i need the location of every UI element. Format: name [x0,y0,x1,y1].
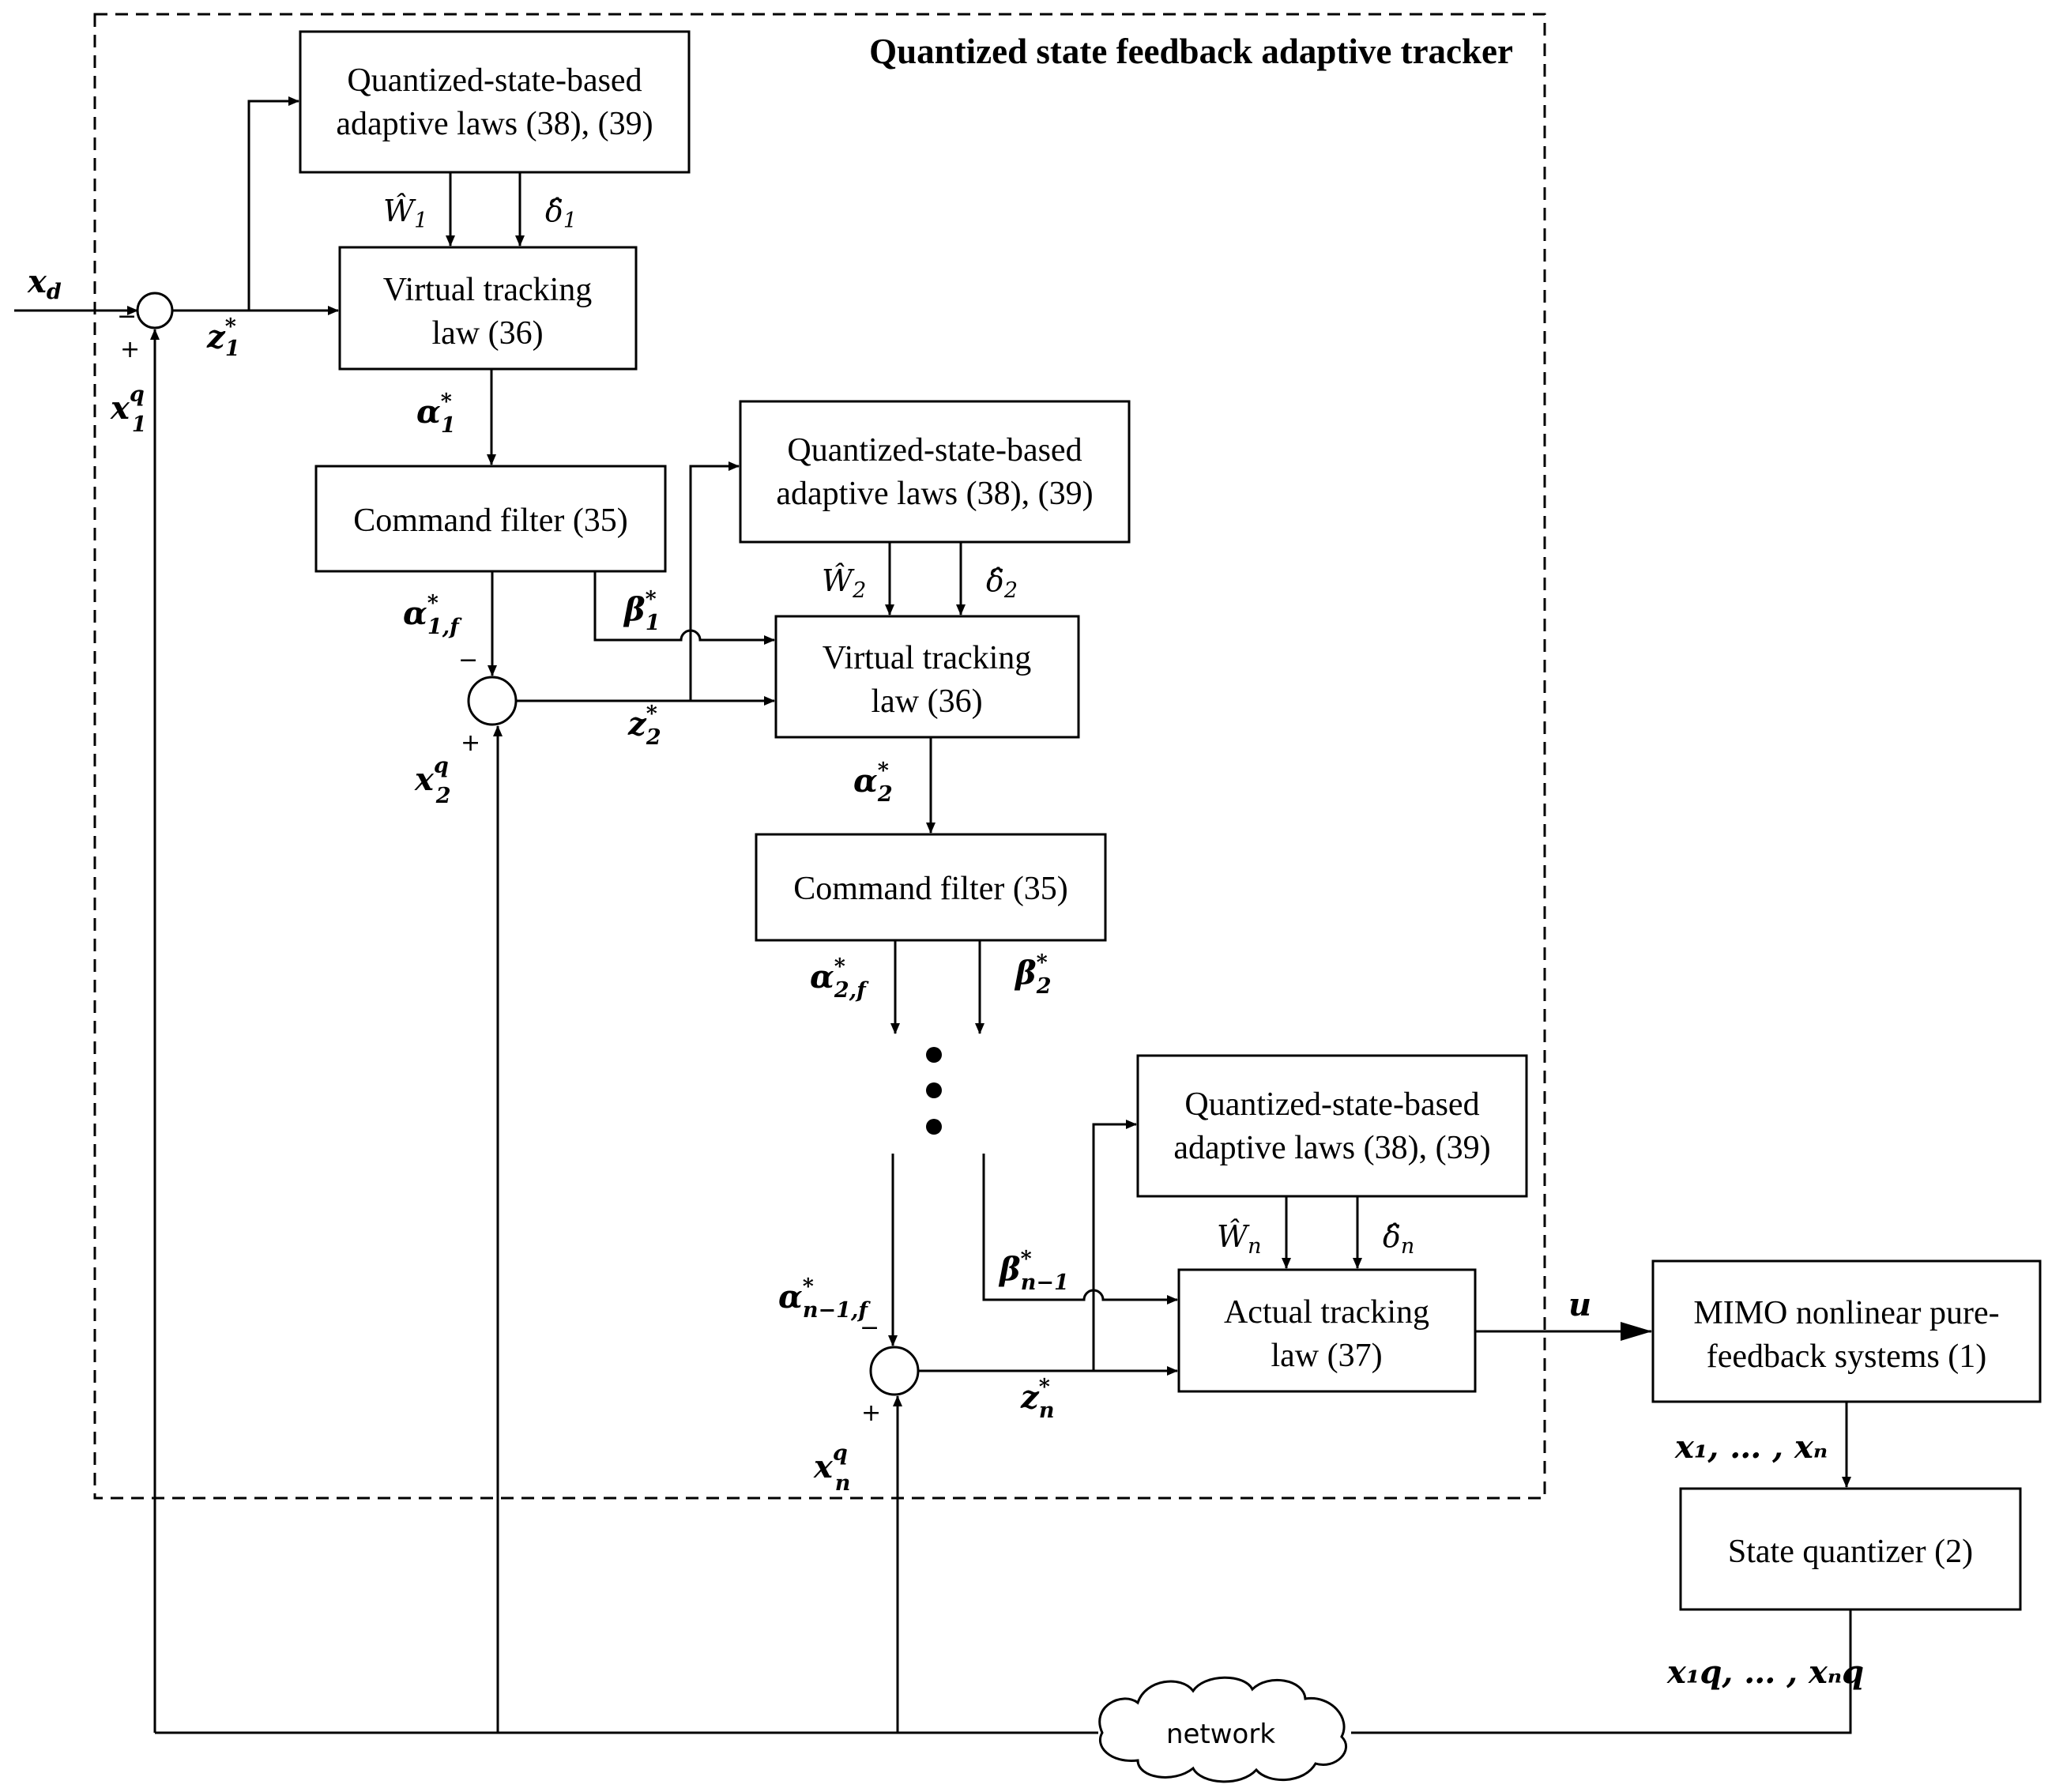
label-qstates: x₁q, … , xₙq [1666,1654,1864,1691]
sign-minus-1: − [117,303,137,330]
sign-plus-n: + [861,1399,881,1427]
command-filter-box-2 [755,833,1107,942]
summing-junction-1 [136,292,174,329]
label-alphan1f: α*n−1,f [778,1274,871,1323]
virtual-tracking-law-box-1 [338,246,638,371]
adaptive-laws-1-line2: adaptive laws (38), (39) [336,106,653,142]
plant-line2: feedback systems (1) [1707,1338,1987,1375]
adaptive-laws-2-line1: Quantized-state-based [787,432,1082,469]
tracker-title: Quantized state feedback adaptive tracke… [869,32,1513,71]
sign-minus-2: − [458,646,478,674]
adaptive-laws-n-line1: Quantized-state-based [1184,1086,1479,1123]
adaptive-laws-box-1 [299,30,691,174]
label-zn: z*n [1020,1375,1054,1423]
label-alpha1: α*1 [416,390,456,438]
adaptive-laws-box-n [1136,1054,1528,1198]
network-cloud [1098,1676,1347,1783]
sign-plus-2: + [461,729,480,757]
adaptive-laws-box-2 [739,400,1131,544]
network-return-line [1351,1609,1852,1734]
label-xd: xd [27,263,62,304]
label-wn: Ŵn [1217,1219,1261,1259]
label-d2: δ̂2 [986,563,1018,603]
actual-tracking-law-box [1177,1268,1477,1393]
network-label: network [1166,1719,1275,1750]
summing-junction-2 [467,676,518,726]
command-filter-box-1 [314,465,667,573]
plant-line1: MIMO nonlinear pure- [1693,1295,1999,1331]
ellipsis-dot-3 [926,1119,942,1135]
label-d1: δ̂1 [545,194,577,233]
ellipsis-dot-2 [926,1082,942,1098]
state-quantizer-label: State quantizer (2) [1728,1534,1973,1570]
label-u: u [1568,1286,1591,1323]
actual-law-line2: law (37) [1271,1338,1382,1374]
label-w2: Ŵ2 [822,563,866,603]
label-z2: z*2 [627,702,661,750]
label-beta1: β*1 [623,587,660,635]
state-quantizer-box [1679,1487,2022,1611]
command-filter-1-label: Command filter (35) [353,503,628,539]
tracker-boundary [93,13,1546,1500]
beta1-line [593,571,775,645]
virtual-law-2-line1: Virtual tracking [823,640,1032,676]
label-alpha2f: α*2,f [810,954,869,1003]
adaptive-laws-2-line2: adaptive laws (38), (39) [776,476,1093,512]
label-alpha1f: α*1,f [403,591,462,639]
actual-law-line1: Actual tracking [1224,1294,1429,1331]
label-w1: Ŵ1 [383,194,427,233]
virtual-law-2-line2: law (36) [871,683,982,720]
ellipsis-dot-1 [926,1047,942,1063]
sign-plus-1: + [120,336,140,363]
virtual-tracking-law-box-2 [774,615,1080,739]
label-dn: δ̂n [1383,1219,1414,1259]
label-beta2: β*2 [1014,951,1051,999]
sign-minus-n: − [860,1314,879,1342]
z2-branch-line [689,461,740,701]
adaptive-laws-n-line2: adaptive laws (38), (39) [1173,1130,1490,1166]
z1-branch-line [247,96,299,311]
adaptive-laws-1-line1: Quantized-state-based [347,62,642,99]
label-alpha2: α*2 [853,759,893,807]
label-z1: z*1 [206,314,240,361]
virtual-law-1-line1: Virtual tracking [383,272,593,308]
command-filter-2-label: Command filter (35) [793,871,1068,907]
label-betan1: β*n−1 [998,1247,1069,1295]
label-states: x₁, … , xₙ [1674,1429,1828,1466]
summing-junction-n [869,1346,920,1396]
virtual-law-1-line2: law (36) [431,315,543,352]
plant-box [1651,1259,2042,1403]
zn-branch-line [1092,1120,1137,1371]
